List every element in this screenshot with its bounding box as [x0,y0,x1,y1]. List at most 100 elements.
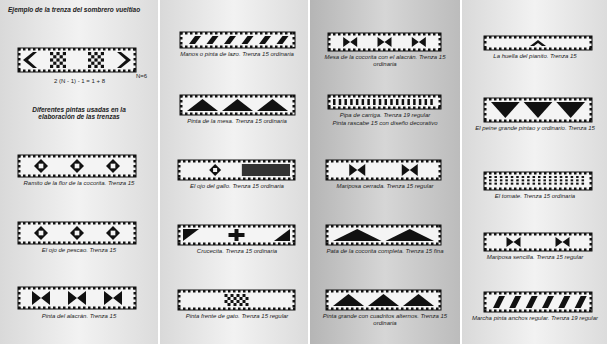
pattern-mark [341,225,344,228]
pattern-mark [326,160,329,163]
pattern-mark [78,175,81,178]
pattern-mark [91,62,94,65]
pattern-mark [426,160,429,163]
pattern-mark [386,290,389,293]
pattern-mark [430,103,433,105]
pattern-mark [373,49,376,52]
pattern-mark [183,229,199,241]
pattern-mark [381,308,384,311]
pattern-mark [293,47,296,48]
pattern-mark [255,46,258,49]
pattern-mark [371,290,374,293]
pattern-mark [113,155,116,158]
pattern-mark [38,307,41,310]
pattern-mark [584,249,587,252]
pattern-mark [509,310,512,313]
pattern-mark [346,178,349,181]
pattern-mark [258,290,261,293]
pattern-mark [590,103,593,106]
pattern-mark [33,70,36,73]
pattern-mark [333,229,382,241]
pattern-mark [549,120,552,123]
pattern-mark [373,103,376,105]
pattern-mark [433,49,436,52]
pattern-mark [559,292,562,295]
pattern-mark [494,249,497,252]
pattern-mark [113,242,116,245]
pattern-mark [406,225,409,228]
pattern-mark [408,49,411,52]
pattern-mark [383,95,386,98]
pattern-mark [53,307,56,310]
pattern-mark [418,95,421,98]
pattern-mark [346,243,349,246]
pattern-mark [18,242,21,244]
pattern-mark [200,95,203,98]
pattern-mark [245,32,248,35]
pattern-mark [504,188,507,191]
pattern-mark [98,222,101,225]
pattern-mark [50,65,53,68]
pattern-mark [185,32,188,35]
pattern-mark [285,32,288,35]
pattern-mark [113,287,116,290]
pattern-mark [343,49,346,52]
pattern-mark [383,33,386,36]
pattern-mark [549,36,552,39]
pattern-mark [215,46,218,49]
pattern-mark [178,240,181,243]
pattern-mark [423,95,426,98]
pattern-mark [93,287,96,290]
pattern-mark [373,99,376,101]
pattern-mark [368,95,371,98]
pattern-mark [133,175,136,178]
pattern-mark [118,307,121,310]
pattern-mark [43,48,46,51]
pattern-mark [589,292,592,295]
pattern-mark [569,172,572,175]
pattern-mark [544,36,547,39]
pattern-mark [238,225,241,228]
pattern-mark [253,290,256,293]
pattern-mark [336,225,339,228]
pattern-mark [253,178,256,181]
pattern-mark [101,58,104,61]
pattern-mark [539,98,542,101]
pattern-mark [439,160,442,163]
pattern-mark [439,235,442,238]
pattern-mark [106,226,120,240]
braid-band [484,233,592,251]
pattern-mark [205,32,208,35]
pattern-mark [93,48,96,51]
pattern-mark [403,294,434,306]
pattern-mark [529,233,532,236]
pattern-mark [258,308,261,311]
pattern-mark [60,55,63,58]
pattern-mark [265,95,268,98]
pattern-mark [275,46,278,49]
pattern-mark [75,231,80,236]
pattern-mark [258,243,261,246]
pattern-mark [509,48,512,51]
pattern-mark [571,179,574,181]
pattern-mark [484,103,487,106]
pattern-mark [43,287,46,290]
pattern-mark [203,225,206,228]
pattern-mark [213,243,216,246]
pattern-mark [134,297,137,300]
pattern-mark [564,172,567,175]
pattern-mark [361,290,364,293]
pattern-mark [260,46,263,49]
pattern-mark [500,176,503,178]
pattern-mark [58,242,61,245]
pattern-mark [18,48,21,51]
pattern-mark [123,155,126,158]
pattern-mark [331,290,334,293]
pattern-mark [533,179,536,181]
pattern-mark [293,105,296,108]
pattern-mark [123,70,126,73]
pattern-mark [413,33,416,36]
pattern-mark [582,176,585,178]
pattern-mark [402,103,405,105]
pattern-mark [385,101,388,103]
